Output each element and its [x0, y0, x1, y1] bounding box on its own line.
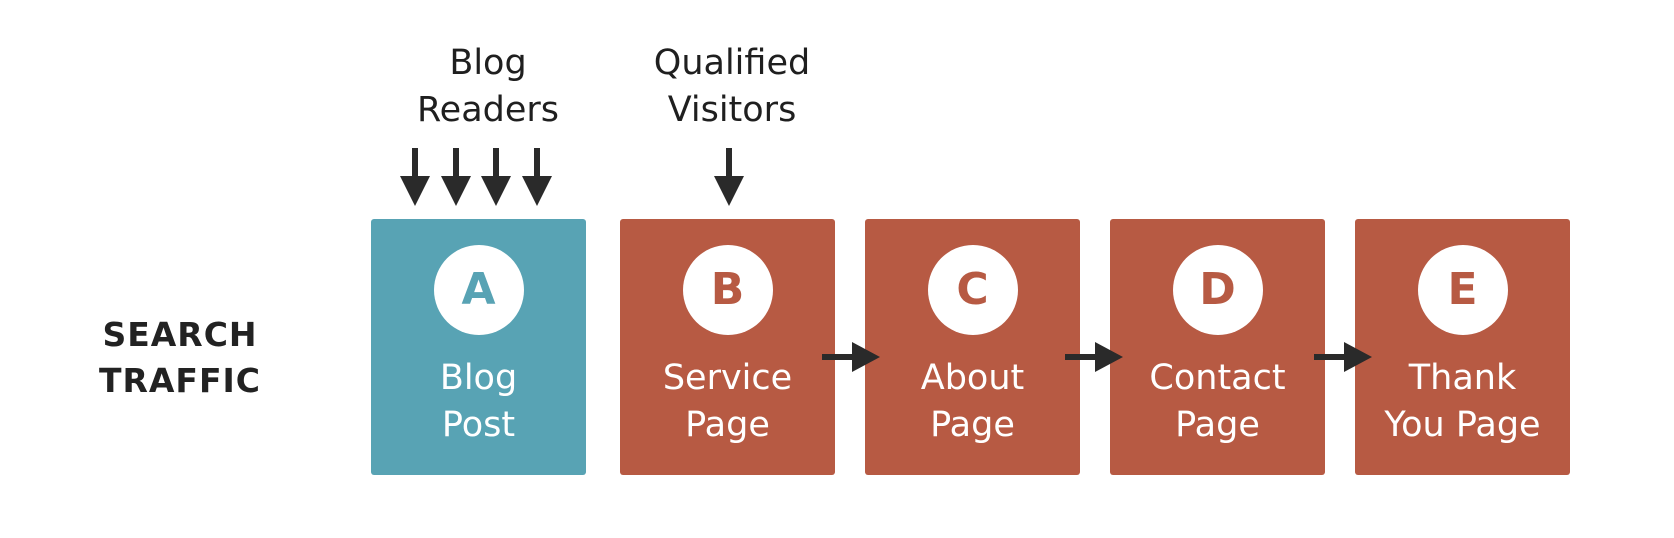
arrow-down-icon	[441, 148, 471, 206]
blog-readers-label-line2: Readers	[416, 90, 560, 130]
card-blog-post-label: Blog Post	[371, 355, 586, 449]
badge-a: A	[433, 245, 524, 335]
arrow-down-icon	[522, 148, 552, 206]
card-contact-page-label-line2: Page	[1175, 405, 1260, 445]
arrow-down-icon	[400, 148, 430, 206]
badge-d: D	[1172, 245, 1263, 335]
card-contact-page-label: Contact Page	[1110, 355, 1325, 449]
qualified-visitors-label: Qualified Visitors	[602, 40, 862, 134]
card-blog-post: A Blog Post	[371, 219, 586, 475]
arrow-right-icon	[1065, 342, 1123, 372]
badge-e: E	[1417, 245, 1508, 335]
badge-b: B	[682, 245, 773, 335]
card-service-page-label-line2: Page	[685, 405, 770, 445]
card-thank-you-page-label-line1: Thank	[1408, 358, 1517, 398]
card-service-page-label-line1: Service	[662, 358, 793, 398]
arrow-right-icon	[1314, 342, 1372, 372]
card-contact-page: D Contact Page	[1110, 219, 1325, 475]
card-service-page-label: Service Page	[620, 355, 835, 449]
qualified-visitors-label-line1: Qualified	[653, 43, 811, 83]
qualified-visitors-label-line2: Visitors	[667, 90, 797, 130]
badge-c: C	[927, 245, 1018, 335]
arrow-down-icon	[714, 148, 744, 206]
arrow-down-icon	[481, 148, 511, 206]
card-blog-post-label-line2: Post	[441, 405, 516, 445]
blog-readers-label: Blog Readers	[358, 40, 618, 134]
card-blog-post-label-line1: Blog	[439, 358, 518, 398]
search-traffic-label: SEARCH TRAFFIC	[60, 312, 300, 404]
card-about-page: C About Page	[865, 219, 1080, 475]
search-traffic-label-line2: TRAFFIC	[98, 361, 262, 400]
arrow-right-icon	[822, 342, 880, 372]
card-contact-page-label-line1: Contact	[1149, 358, 1286, 398]
card-about-page-label: About Page	[865, 355, 1080, 449]
search-traffic-label-line1: SEARCH	[102, 315, 258, 354]
card-about-page-label-line1: About	[920, 358, 1025, 398]
card-thank-you-page-label: Thank You Page	[1355, 355, 1570, 449]
card-about-page-label-line2: Page	[930, 405, 1015, 445]
card-service-page: B Service Page	[620, 219, 835, 475]
card-thank-you-page: E Thank You Page	[1355, 219, 1570, 475]
blog-readers-label-line1: Blog	[449, 43, 527, 83]
card-thank-you-page-label-line2: You Page	[1384, 405, 1541, 445]
